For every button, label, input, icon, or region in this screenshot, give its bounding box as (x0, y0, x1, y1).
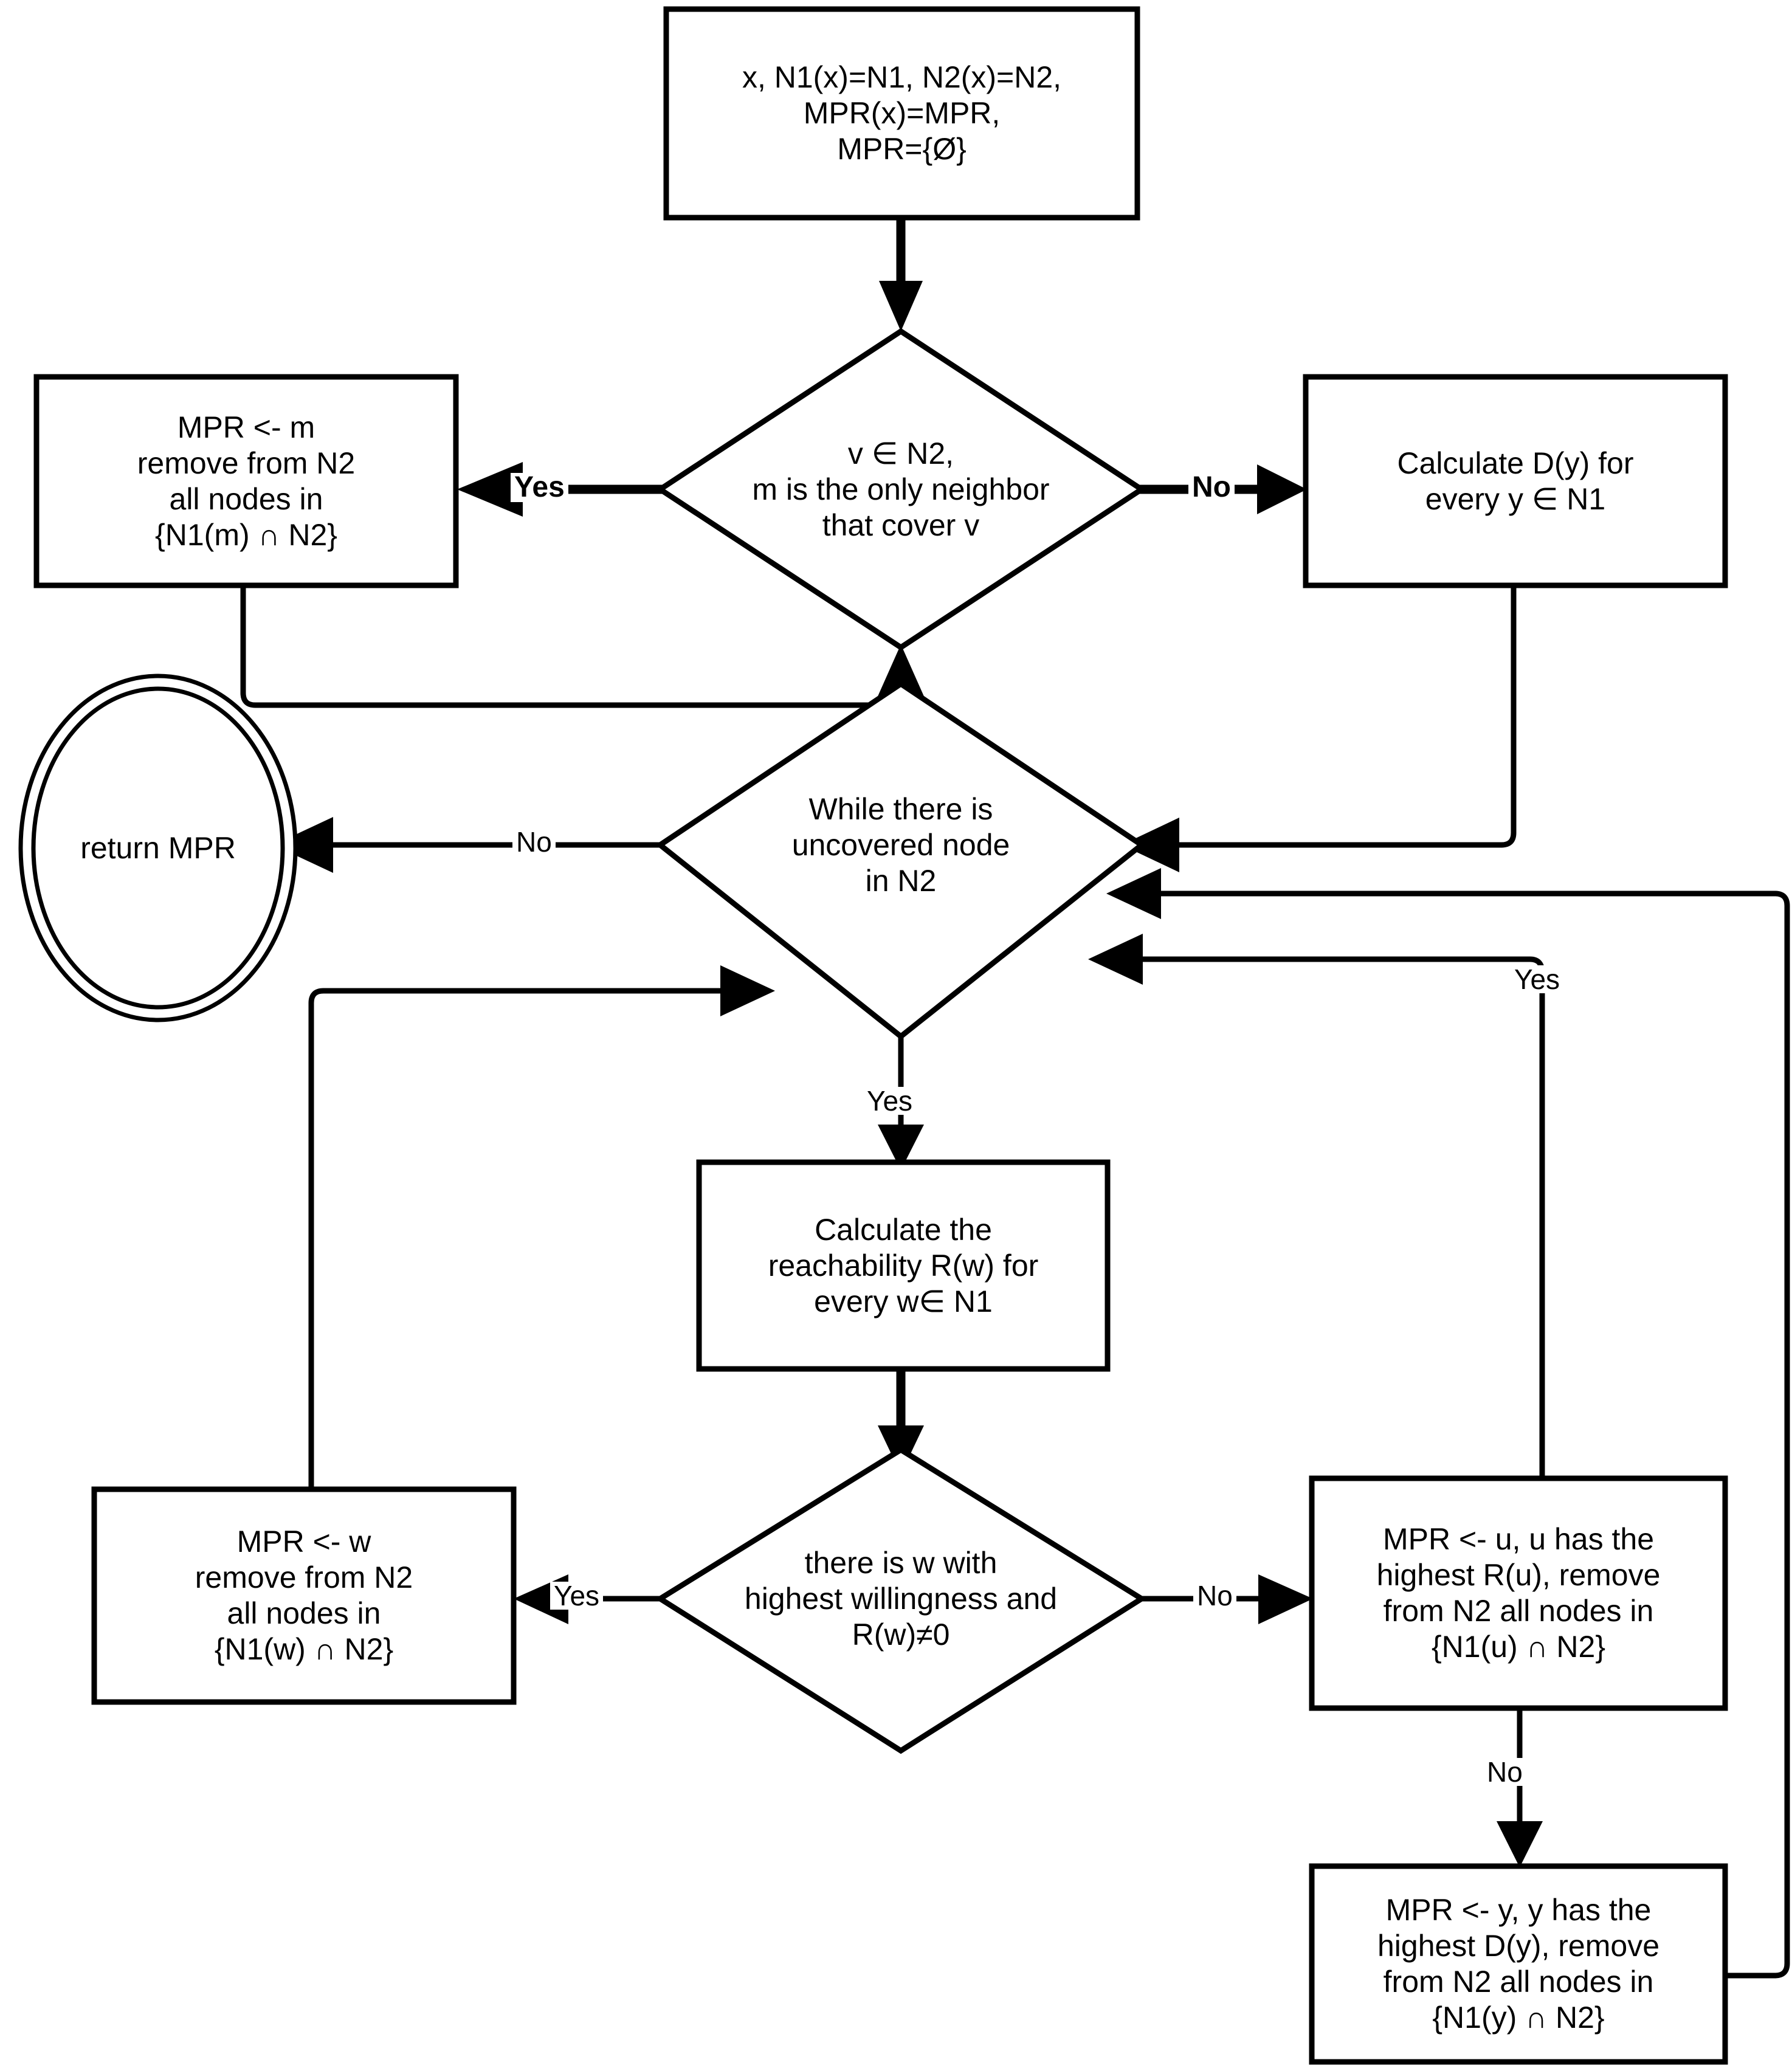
edge-label-loop-back-yes: Yes (1511, 965, 1564, 993)
shape-decision-willingness (655, 1446, 1147, 1754)
arrowhead-start-to-decision1 (879, 281, 923, 331)
edge-label-while-yes: Yes (863, 1087, 917, 1115)
shape-mpr-u (1309, 1475, 1728, 1711)
arrowhead-decision1-yes (457, 462, 523, 517)
edge-mpru-loopback (1140, 956, 1545, 1477)
shape-mpr-m (33, 374, 459, 588)
shape-start (663, 6, 1140, 221)
edge-mprw-loopback (308, 988, 720, 1489)
shape-decision-while (655, 680, 1146, 1040)
edge-label-only-neighbor-no: No (1188, 473, 1235, 502)
arrowhead-mpru-to-mpry (1497, 1821, 1543, 1867)
arrowhead-mprw-loopback (720, 965, 775, 1016)
edge-calcd-to-while (1179, 585, 1517, 848)
arrowhead-calcd-to-while (1122, 818, 1179, 872)
shape-mpr-y (1309, 1863, 1728, 2065)
shape-return-inner (31, 686, 285, 1010)
arrowhead-willingness-no (1258, 1574, 1313, 1624)
arrowhead-mpru-loopback (1088, 934, 1143, 985)
arrowhead-decision1-no (1257, 464, 1307, 514)
edge-mpry-loopback (1158, 891, 1790, 1979)
shape-mpr-w (91, 1486, 517, 1705)
edge-label-willingness-no: No (1193, 1582, 1236, 1610)
arrowhead-mpry-loopback (1106, 868, 1161, 919)
shape-calculate-r (696, 1159, 1111, 1372)
edge-label-while-no: No (512, 828, 556, 856)
edge-mprm-loopback (240, 585, 889, 708)
shape-decision-only-neighbor (655, 328, 1147, 651)
shape-calculate-d (1303, 374, 1728, 588)
edge-label-mpr-u-no: No (1483, 1758, 1526, 1786)
arrowhead-mprm-loopback (877, 644, 925, 699)
arrowhead-while-yes (878, 1125, 924, 1170)
edge-label-only-neighbor-yes: Yes (511, 473, 568, 502)
edge-label-willingness-yes: Yes (550, 1582, 604, 1610)
arrowhead-while-no (274, 817, 333, 873)
